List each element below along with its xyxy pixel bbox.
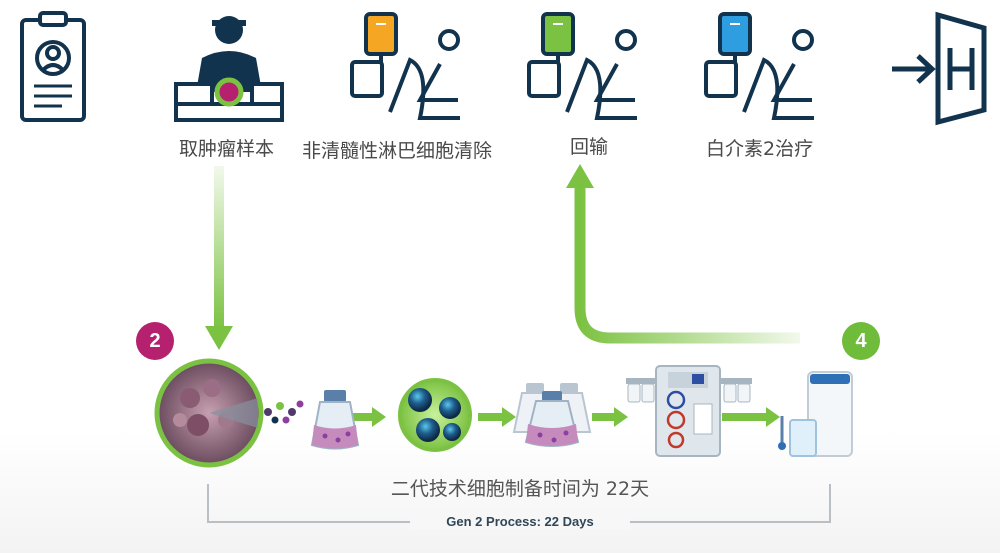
culture-flask-icon bbox=[310, 390, 360, 450]
step-badge-4: 4 bbox=[842, 322, 880, 360]
culture-flask-icon bbox=[512, 383, 592, 447]
surgeon-biopsy-icon bbox=[174, 16, 284, 122]
clipboard-profile-icon bbox=[20, 11, 86, 122]
iv-chair-icon bbox=[704, 12, 814, 120]
cell-cluster-icon bbox=[398, 378, 472, 452]
step-label-infusion: 回输 bbox=[570, 136, 609, 158]
step-badge-2: 2 bbox=[136, 322, 174, 360]
cryo-storage-icon bbox=[778, 371, 853, 457]
step-label-lymphodepletion: 非清髓性淋巴细胞清除 bbox=[302, 140, 493, 162]
arrow-sample-to-lab bbox=[205, 166, 233, 350]
iv-chair-icon bbox=[527, 12, 637, 120]
svg-text:.: . bbox=[446, 117, 451, 136]
timeline-bracket bbox=[207, 484, 831, 523]
tumor-icon bbox=[154, 358, 304, 468]
process-duration-label: Gen 2 Process: 22 Days bbox=[410, 514, 630, 529]
arrow-product-to-infusion bbox=[566, 164, 800, 344]
iv-chair-icon bbox=[350, 12, 460, 120]
bioreactor-icon bbox=[626, 365, 752, 457]
step-label-tumor-sample: 取肿瘤样本 bbox=[179, 138, 275, 160]
process-caption: 二代技术细胞制备时间为 22天 bbox=[390, 478, 650, 500]
process-arrows bbox=[352, 407, 780, 427]
hospital-exit-icon bbox=[892, 11, 987, 126]
step-label-il2-therapy: 白介素2治疗 bbox=[706, 138, 814, 160]
